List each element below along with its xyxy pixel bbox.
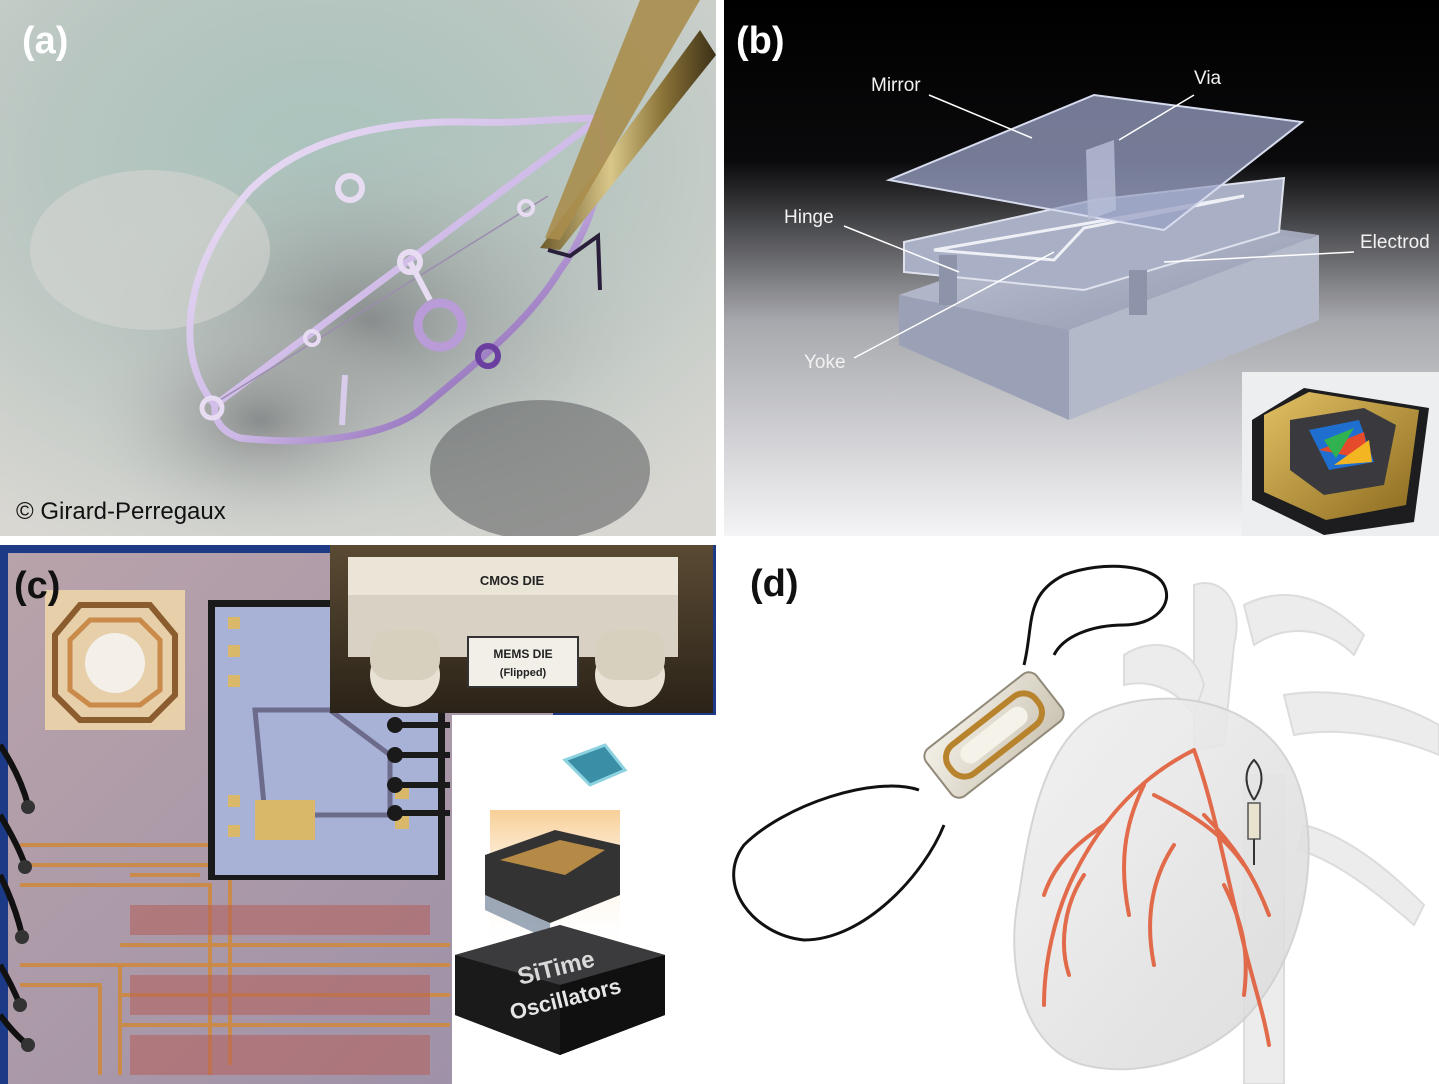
panel-a-credit: © Girard-Perregaux [16, 498, 226, 525]
inset-cmos-label: CMOS DIE [480, 573, 545, 588]
callout-line-hinge [843, 225, 960, 273]
callout-line-mirror [928, 94, 1033, 139]
callout-via: Via [1194, 68, 1222, 89]
inset-mems-label: MEMS DIE [493, 647, 552, 661]
callout-mirror: Mirror [871, 75, 921, 96]
panel-c-sitime-oscillator: CMOS DIE MEMS DIE (Flipped) SiTime Oscil… [0, 545, 716, 1084]
callout-line-yoke [853, 251, 1055, 359]
panel-c-illustration: CMOS DIE MEMS DIE (Flipped) SiTime Oscil… [0, 545, 716, 1084]
panel-d-label: (d) [750, 563, 799, 605]
panel-d-illustration [732, 564, 1439, 1084]
callout-hinge: Hinge [784, 207, 834, 228]
panel-b-illustration [724, 0, 1439, 536]
inset-flipped-label: (Flipped) [500, 667, 547, 679]
panel-c-label: (c) [14, 565, 61, 607]
callout-line-via [1118, 94, 1195, 141]
panel-a-illustration [0, 0, 716, 536]
panel-d-implant-heart-illustration: (d) [724, 545, 1439, 1084]
panel-a-label: (a) [22, 20, 69, 62]
callout-electrode: Electrod [1360, 232, 1430, 253]
panel-a-watch-spring-photo: (a) © Girard-Perregaux [0, 0, 716, 536]
callout-yoke: Yoke [804, 352, 846, 373]
panel-b-label: (b) [736, 20, 785, 62]
panel-b-dmd-mirror-diagram: (b) Mirror Via Hinge Electrod Yoke [724, 0, 1439, 536]
callout-line-electrode [1163, 251, 1355, 263]
